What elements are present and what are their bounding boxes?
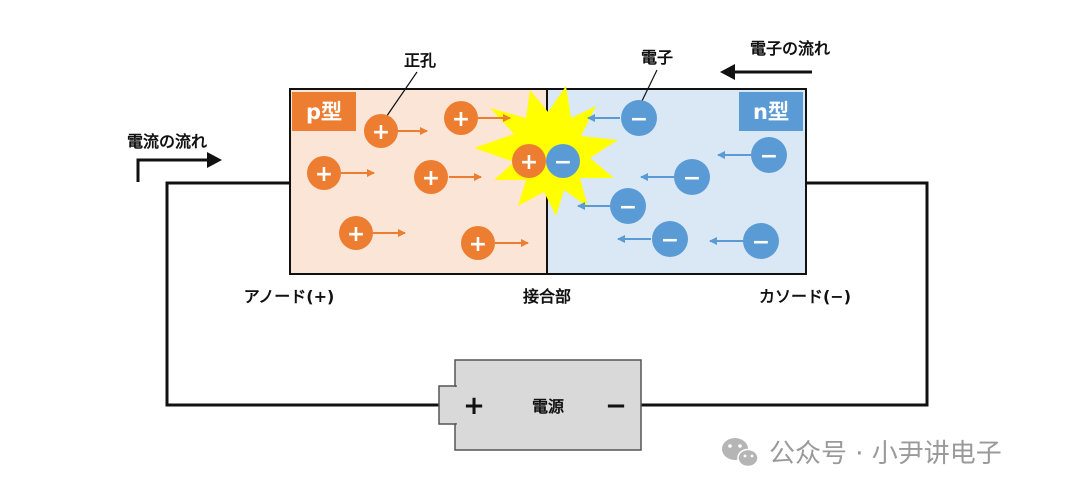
current-flow-label: 電流の流れ (127, 132, 207, 151)
electron-leader-line (640, 69, 658, 104)
electron-label: 電子 (641, 48, 673, 67)
hole-particle: + (461, 226, 495, 260)
electron-particle: − (610, 188, 646, 224)
n-type-label: n型 (753, 100, 789, 124)
hole-particle: + (444, 101, 478, 135)
electron-flow-arrowhead (720, 64, 735, 80)
hole-leader-line (381, 71, 418, 124)
svg-text:+: + (422, 166, 440, 191)
current-flow-arrow (136, 158, 208, 182)
hole-particle: + (307, 156, 341, 190)
electron-particle: − (621, 100, 657, 136)
electron-particle: − (743, 223, 779, 259)
battery-plus: + (463, 391, 485, 421)
electron-particle: − (751, 137, 787, 173)
svg-text:−: − (619, 195, 637, 220)
svg-text:+: + (469, 232, 487, 257)
electron-flow-label: 電子の流れ (750, 39, 830, 58)
p-type-label: p型 (306, 100, 342, 124)
battery-minus: − (605, 391, 627, 421)
battery-label: 電源 (532, 397, 564, 416)
svg-text:−: − (760, 144, 778, 169)
junction-label: 接合部 (523, 287, 571, 306)
wechat-icon (722, 438, 759, 468)
hole-particle-junction: + (512, 144, 546, 178)
svg-text:+: + (372, 120, 390, 145)
svg-text:+: + (315, 162, 333, 187)
watermark-text: 公众号 · 小尹讲电子 (769, 439, 1002, 469)
svg-text:−: − (630, 107, 648, 132)
circuit-wire-left (165, 181, 455, 407)
electron-particle: − (674, 159, 710, 195)
svg-text:−: − (752, 230, 770, 255)
circuit-wire-right (641, 181, 929, 407)
svg-text:+: + (347, 222, 365, 247)
electron-particle: − (652, 221, 688, 257)
battery: + 電源 − (438, 359, 642, 451)
svg-text:−: − (661, 228, 679, 253)
electron-particle-junction: − (546, 144, 580, 178)
hole-particle: + (364, 114, 398, 148)
p-type-tag (292, 92, 356, 131)
anode-label: アノード(+) (244, 287, 335, 306)
hole-label: 正孔 (404, 51, 436, 70)
hole-particle: + (339, 216, 373, 250)
svg-text:−: − (554, 150, 572, 175)
current-flow-arrowhead (207, 152, 222, 168)
svg-text:+: + (452, 107, 470, 132)
hole-particle: + (414, 160, 448, 194)
svg-text:−: − (683, 166, 701, 191)
n-type-tag (739, 92, 803, 131)
cathode-label: カソード(−) (759, 287, 851, 306)
svg-text:+: + (520, 150, 538, 175)
